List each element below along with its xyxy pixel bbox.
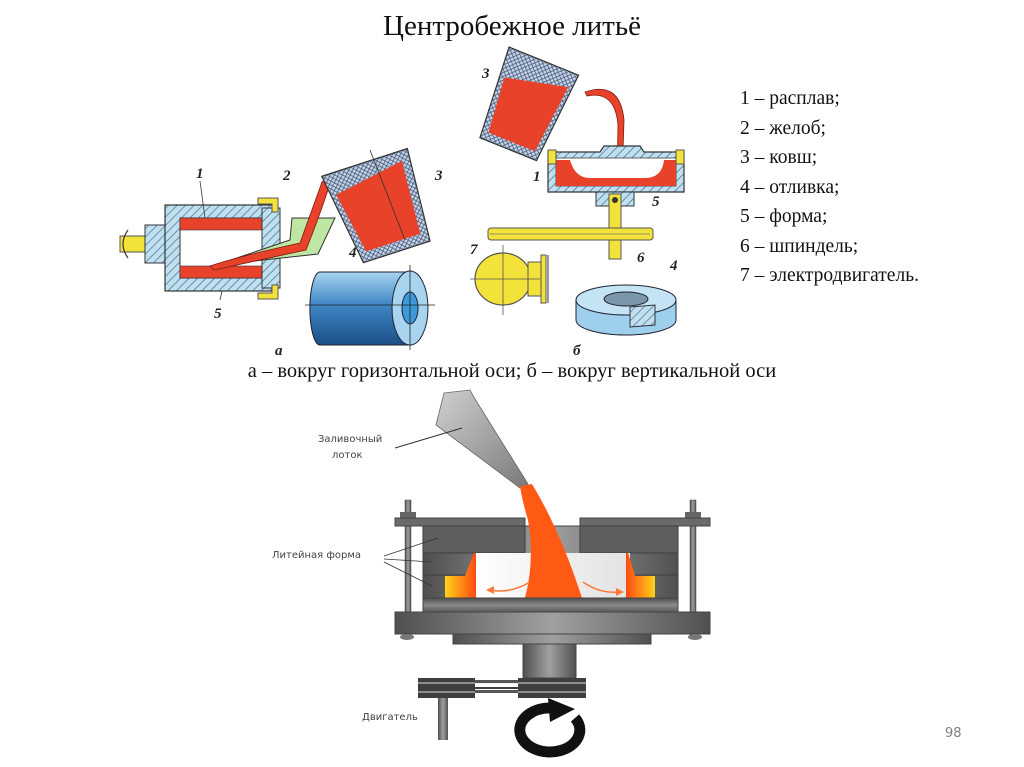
- marker-5: 5: [214, 306, 222, 322]
- label-trough-2: лоток: [332, 450, 363, 461]
- clamp-top: [257, 197, 279, 213]
- marker-b-3: 3: [481, 66, 490, 82]
- base-plate: [394, 611, 711, 635]
- legend-item: 1 – расплав;: [740, 88, 840, 109]
- casting-left: [445, 553, 476, 598]
- casting-ring: [575, 284, 677, 336]
- marker-b-4: 4: [669, 258, 678, 274]
- legend-item: 3 – ковш;: [740, 147, 818, 168]
- marker-b-1: 1: [533, 169, 541, 185]
- pulley-belt: [418, 678, 586, 740]
- electric-motor: [470, 245, 549, 315]
- diagram-3d-centrifugal: Заливочный лоток: [272, 389, 711, 758]
- marker-b-5: 5: [652, 194, 660, 210]
- molten-stream: [520, 484, 582, 598]
- sublabel-b: б: [573, 343, 581, 359]
- sublabel-a: а: [275, 343, 283, 359]
- marker-2: 2: [282, 168, 291, 184]
- casting-cylinder: [305, 265, 435, 350]
- page-number: 98: [945, 726, 962, 741]
- marker-3: 3: [434, 168, 443, 184]
- legend-item: 5 – форма;: [740, 206, 828, 227]
- rotation-arrow-icon: [122, 229, 129, 259]
- spindle-3d: [522, 643, 577, 679]
- label-trough: Заливочный: [318, 434, 382, 445]
- label-motor: Двигатель: [362, 712, 418, 723]
- pouring-trough: [435, 389, 529, 489]
- diagram-a-horizontal: 1 2 3 4 5 а: [119, 147, 443, 359]
- marker-1: 1: [196, 166, 204, 182]
- marker-b-6: 6: [637, 250, 645, 266]
- clamp-bottom: [257, 284, 279, 300]
- ladle-b: [479, 46, 580, 162]
- marker-b-7: 7: [470, 242, 478, 258]
- melt-b: [556, 160, 676, 186]
- marker-4: 4: [348, 245, 357, 261]
- melt-top: [179, 217, 273, 231]
- diagram-b-vertical: 3 1 5 7 6 4 б: [470, 46, 685, 359]
- legend-item: 2 – желоб;: [740, 117, 826, 139]
- rotation-arrow-icon: [514, 698, 586, 758]
- legend-item: 4 – отливка;: [740, 176, 840, 198]
- slide-title: Центробежное литьё: [383, 10, 641, 42]
- figure-caption: а – вокруг горизонтальной оси; б – вокру…: [247, 360, 777, 382]
- label-mold: Литейная форма: [272, 550, 361, 561]
- ladle-a: [320, 147, 431, 264]
- legend: 1 – расплав; 2 – желоб; 3 – ковш; 4 – от…: [740, 84, 919, 291]
- spindle: [608, 193, 622, 260]
- legend-item: 7 – электродвигатель.: [740, 265, 919, 286]
- casting-right: [626, 553, 655, 598]
- legend-item: 6 – шпиндель;: [740, 235, 859, 257]
